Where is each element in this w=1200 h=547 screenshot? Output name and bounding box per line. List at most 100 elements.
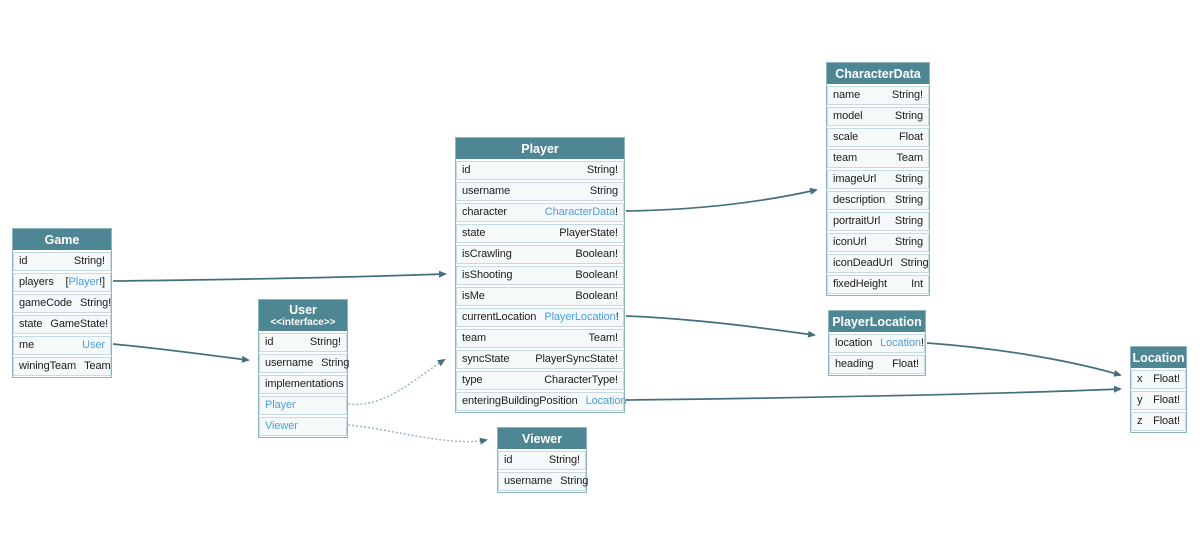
- field-type: Float!: [892, 356, 919, 373]
- entity-title: PlayerLocation: [832, 314, 922, 329]
- entity-header-playerlocation[interactable]: PlayerLocation: [829, 311, 925, 332]
- type-text: Team: [896, 152, 924, 164]
- type-link-player[interactable]: Player: [265, 399, 296, 411]
- field-row-player[interactable]: Player: [259, 396, 347, 415]
- type-link-player[interactable]: Player: [68, 276, 100, 288]
- entity-header-game[interactable]: Game: [13, 229, 111, 250]
- field-type: Location!: [880, 335, 924, 352]
- field-name: description: [833, 194, 886, 206]
- type-text: Float!: [1153, 415, 1180, 427]
- type-text: String: [894, 236, 923, 248]
- field-type: String: [321, 355, 349, 372]
- type-text: String: [900, 257, 929, 269]
- field-type: String!: [587, 162, 618, 179]
- field-row-icondeadurl[interactable]: iconDeadUrl String: [827, 254, 929, 273]
- field-row-z[interactable]: z Float!: [1131, 412, 1186, 431]
- entity-header-user[interactable]: User<<interface>>: [259, 300, 347, 331]
- type-text: String: [894, 215, 923, 227]
- entity-header-location[interactable]: Location: [1131, 347, 1186, 368]
- type-link-location[interactable]: Location: [585, 395, 627, 407]
- type-link-viewer[interactable]: Viewer: [265, 420, 298, 432]
- field-type: CharacterData!: [545, 204, 618, 221]
- type-link-user[interactable]: User: [82, 339, 105, 351]
- field-type: [Player!]: [66, 274, 106, 291]
- entity-title: Game: [44, 232, 80, 247]
- field-row-players[interactable]: players [Player!]: [13, 273, 111, 292]
- field-name: z: [1137, 415, 1143, 427]
- field-type: String: [895, 171, 923, 188]
- field-row-viewer[interactable]: Viewer: [259, 417, 347, 436]
- entity-title: Player: [521, 141, 559, 156]
- type-link-playerlocation[interactable]: PlayerLocation: [544, 311, 616, 323]
- type-link-location[interactable]: Location: [880, 337, 921, 349]
- entity-header-player[interactable]: Player: [456, 138, 624, 159]
- type-text: !]: [99, 276, 105, 288]
- field-type: String!: [74, 253, 105, 270]
- field-name: iconDeadUrl: [833, 257, 893, 269]
- arrow-playerlocation-location-to-location: [926, 342, 1122, 377]
- type-text: String!: [586, 164, 618, 176]
- field-type: String: [895, 234, 923, 251]
- type-text: String!: [73, 255, 105, 267]
- field-type: GameState!: [50, 316, 108, 333]
- field-name: username: [504, 475, 553, 487]
- field-row-implementations[interactable]: implementations: [259, 375, 347, 394]
- field-type: Float!: [1153, 413, 1180, 430]
- type-link-characterdata[interactable]: CharacterData: [544, 206, 616, 218]
- arrow-player-currentlocation-to-playerlocation: [625, 315, 816, 338]
- field-name: implementations: [265, 378, 344, 390]
- type-text: PlayerState!: [559, 227, 618, 239]
- arrow-game-me-to-user: [112, 343, 250, 363]
- field-name: model: [833, 110, 863, 122]
- field-type: String: [590, 183, 618, 200]
- field-name: id: [504, 454, 513, 466]
- entity-header-viewer[interactable]: Viewer: [498, 428, 586, 449]
- entity-header-characterdata[interactable]: CharacterData: [827, 63, 929, 84]
- field-name: players: [19, 276, 54, 288]
- field-name: isMe: [462, 290, 485, 302]
